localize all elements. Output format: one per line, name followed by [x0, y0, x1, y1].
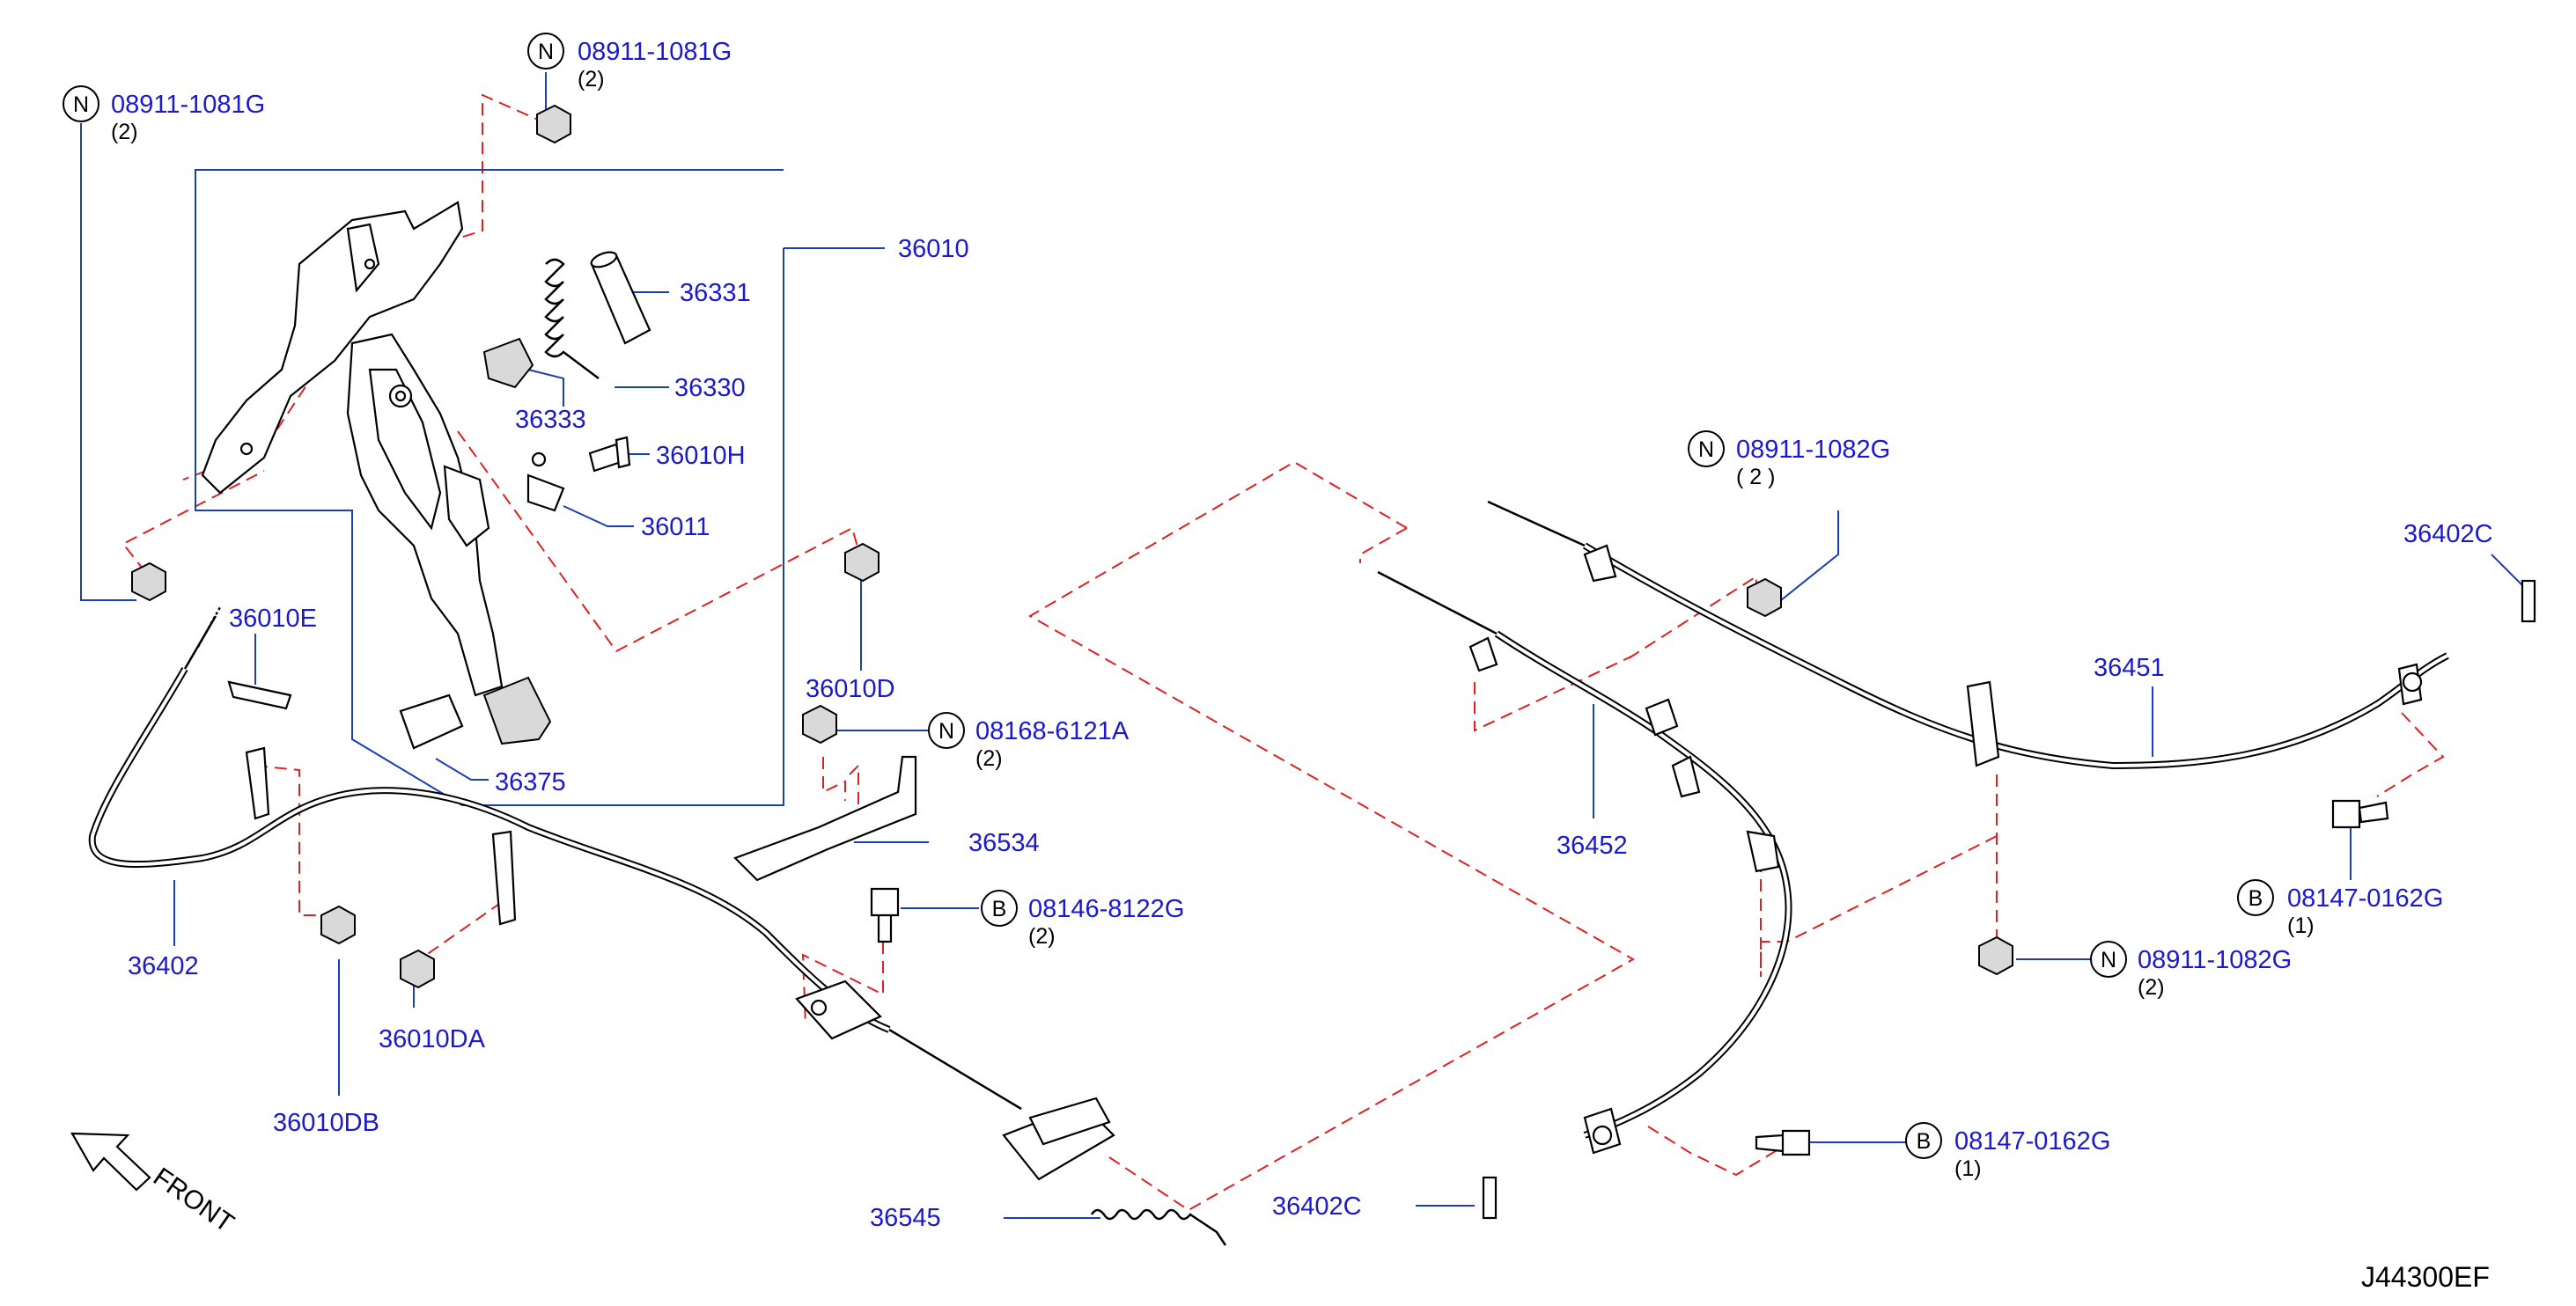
- part-label-36545: 36545: [870, 1204, 941, 1232]
- fastener-art: [131, 104, 2389, 1156]
- fastener-number: 08147-0162G: [1954, 1127, 2110, 1156]
- part-labels: 36010 36331 36330 36333 36010H 36011 360…: [128, 235, 2493, 1232]
- fastener-callout-nut-right-bottom: N 08911-1082G (2): [2090, 941, 2292, 1000]
- part-label-36402C-upper: 36402C: [2403, 520, 2493, 548]
- part-label-36402: 36402: [128, 952, 199, 980]
- front-label: FRONT: [148, 1163, 239, 1238]
- nut-icon: [1978, 935, 2013, 976]
- part-label-36402C-lower: 36402C: [1272, 1192, 1362, 1221]
- fastener-qty: (1): [2287, 913, 2315, 938]
- nut-icon: [131, 561, 166, 602]
- fastener-number: 08911-1082G: [1736, 436, 1890, 464]
- callout-letter: N: [1698, 437, 1714, 462]
- part-label-36452: 36452: [1557, 832, 1628, 860]
- fastener-callout-nut-center: N 08168-6121A (2): [928, 712, 1130, 771]
- nut-icon: [536, 104, 571, 144]
- callout-letter: N: [2101, 948, 2116, 972]
- rear-cable-art: [1377, 500, 2536, 1220]
- leader-lines: [80, 72, 2528, 1219]
- fastener-qty: (2): [578, 67, 605, 92]
- callout-letter: N: [73, 92, 89, 117]
- part-label-36010DB: 36010DB: [273, 1109, 379, 1137]
- nut-icon: [844, 542, 880, 583]
- fastener-number: 08168-6121A: [975, 717, 1130, 745]
- fastener-callout-bolt-right: B 08147-0162G (1): [2237, 879, 2443, 938]
- callout-letter: B: [1917, 1129, 1932, 1154]
- part-label-36333: 36333: [515, 406, 586, 434]
- bolt-icon: [2331, 799, 2389, 829]
- fastener-qty: (2): [975, 746, 1003, 771]
- nut-icon: [320, 905, 356, 945]
- part-label-36330: 36330: [674, 374, 746, 402]
- part-label-36010: 36010: [898, 235, 969, 263]
- fastener-callout-nut-left: N 08911-1081G (2): [63, 85, 265, 144]
- fastener-qty: (1): [1954, 1156, 1982, 1181]
- fastener-qty: (2): [1028, 924, 1056, 949]
- fastener-number: 08146-8122G: [1028, 895, 1184, 923]
- front-arrow-icon: [70, 1132, 151, 1192]
- fastener-number: 08911-1081G: [111, 91, 265, 119]
- part-label-36451: 36451: [2094, 654, 2165, 682]
- fastener-qty: (2): [2138, 975, 2165, 1000]
- fastener-number: 08911-1082G: [2138, 946, 2292, 974]
- diagram-code: J44300EF: [2361, 1261, 2490, 1293]
- bolt-icon: [870, 887, 900, 943]
- fastener-callout-bolt-bottom: B 08147-0162G (1): [1905, 1122, 2110, 1181]
- front-cable-art: [88, 606, 1227, 1246]
- fastener-callout-nut-right-top: N 08911-1082G ( 2 ): [1688, 430, 1890, 489]
- part-label-36331: 36331: [680, 279, 751, 307]
- callout-letter: N: [538, 40, 554, 64]
- part-label-36011: 36011: [641, 513, 710, 541]
- front-arrow: FRONT: [70, 1132, 239, 1238]
- callout-letter: N: [938, 719, 954, 744]
- callout-letter: B: [2248, 886, 2263, 911]
- part-label-36010D: 36010D: [806, 675, 895, 703]
- fastener-number: 08911-1081G: [578, 38, 732, 66]
- nut-icon: [400, 949, 435, 989]
- fastener-number: 08147-0162G: [2287, 884, 2443, 913]
- nut-icon: [802, 704, 837, 745]
- fastener-qty: ( 2 ): [1736, 465, 1775, 489]
- fastener-callout-nut-top: N 08911-1081G (2): [527, 33, 732, 92]
- callout-letter: B: [992, 897, 1007, 921]
- part-label-36010E: 36010E: [229, 605, 317, 633]
- nut-icon: [1747, 577, 1782, 618]
- pedal-assembly-art: [201, 201, 651, 750]
- part-label-36375: 36375: [495, 768, 566, 796]
- fastener-qty: (2): [111, 120, 138, 144]
- part-label-36010DA: 36010DA: [379, 1025, 486, 1053]
- part-label-36010H: 36010H: [656, 442, 746, 470]
- bolt-icon: [1755, 1129, 1811, 1156]
- part-label-36534: 36534: [968, 829, 1040, 857]
- fastener-callout-bolt-center: B 08146-8122G (2): [981, 890, 1184, 949]
